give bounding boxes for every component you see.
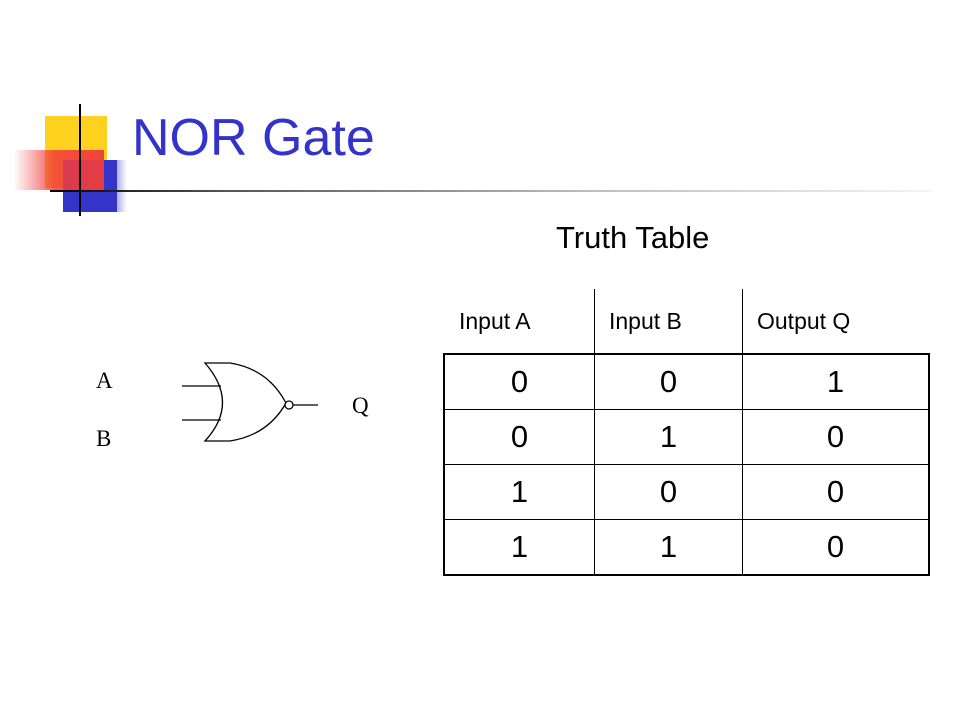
truth-table-header-row: Input A Input B Output Q xyxy=(443,287,930,355)
cell-input-b: 1 xyxy=(594,409,743,465)
title-ornament-shadow xyxy=(117,160,127,212)
cell-input-a: 1 xyxy=(443,519,595,576)
slide-title: NOR Gate xyxy=(132,109,375,167)
cell-input-a: 0 xyxy=(443,353,595,410)
inversion-bubble xyxy=(284,400,294,410)
input-b-label: B xyxy=(96,426,111,451)
cell-output-q: 0 xyxy=(742,519,930,576)
header-output-q: Output Q xyxy=(742,287,930,355)
cell-input-a: 1 xyxy=(443,464,595,520)
title-ornament-vertical-line xyxy=(79,104,81,216)
table-row: 0 0 1 xyxy=(443,353,930,410)
table-row: 1 0 0 xyxy=(443,464,930,520)
header-input-b: Input B xyxy=(594,287,743,355)
truth-table: Input A Input B Output Q 0 0 1 0 1 0 1 0… xyxy=(443,287,930,576)
cell-input-b: 1 xyxy=(594,519,743,576)
cell-input-b: 0 xyxy=(594,353,743,410)
nor-gate-body xyxy=(203,362,287,442)
cell-input-b: 0 xyxy=(594,464,743,520)
title-ornament-red xyxy=(14,150,104,190)
truth-table-heading: Truth Table xyxy=(556,220,710,255)
input-a-label: A xyxy=(96,368,113,393)
table-row: 0 1 0 xyxy=(443,409,930,465)
cell-output-q: 1 xyxy=(742,353,930,410)
header-input-a: Input A xyxy=(443,287,595,355)
table-row: 1 1 0 xyxy=(443,519,930,576)
title-underline xyxy=(50,190,930,192)
nor-gate-diagram: A B Q xyxy=(96,362,369,451)
cell-input-a: 0 xyxy=(443,409,595,465)
output-q-label: Q xyxy=(352,393,369,418)
cell-output-q: 0 xyxy=(742,409,930,465)
cell-output-q: 0 xyxy=(742,464,930,520)
